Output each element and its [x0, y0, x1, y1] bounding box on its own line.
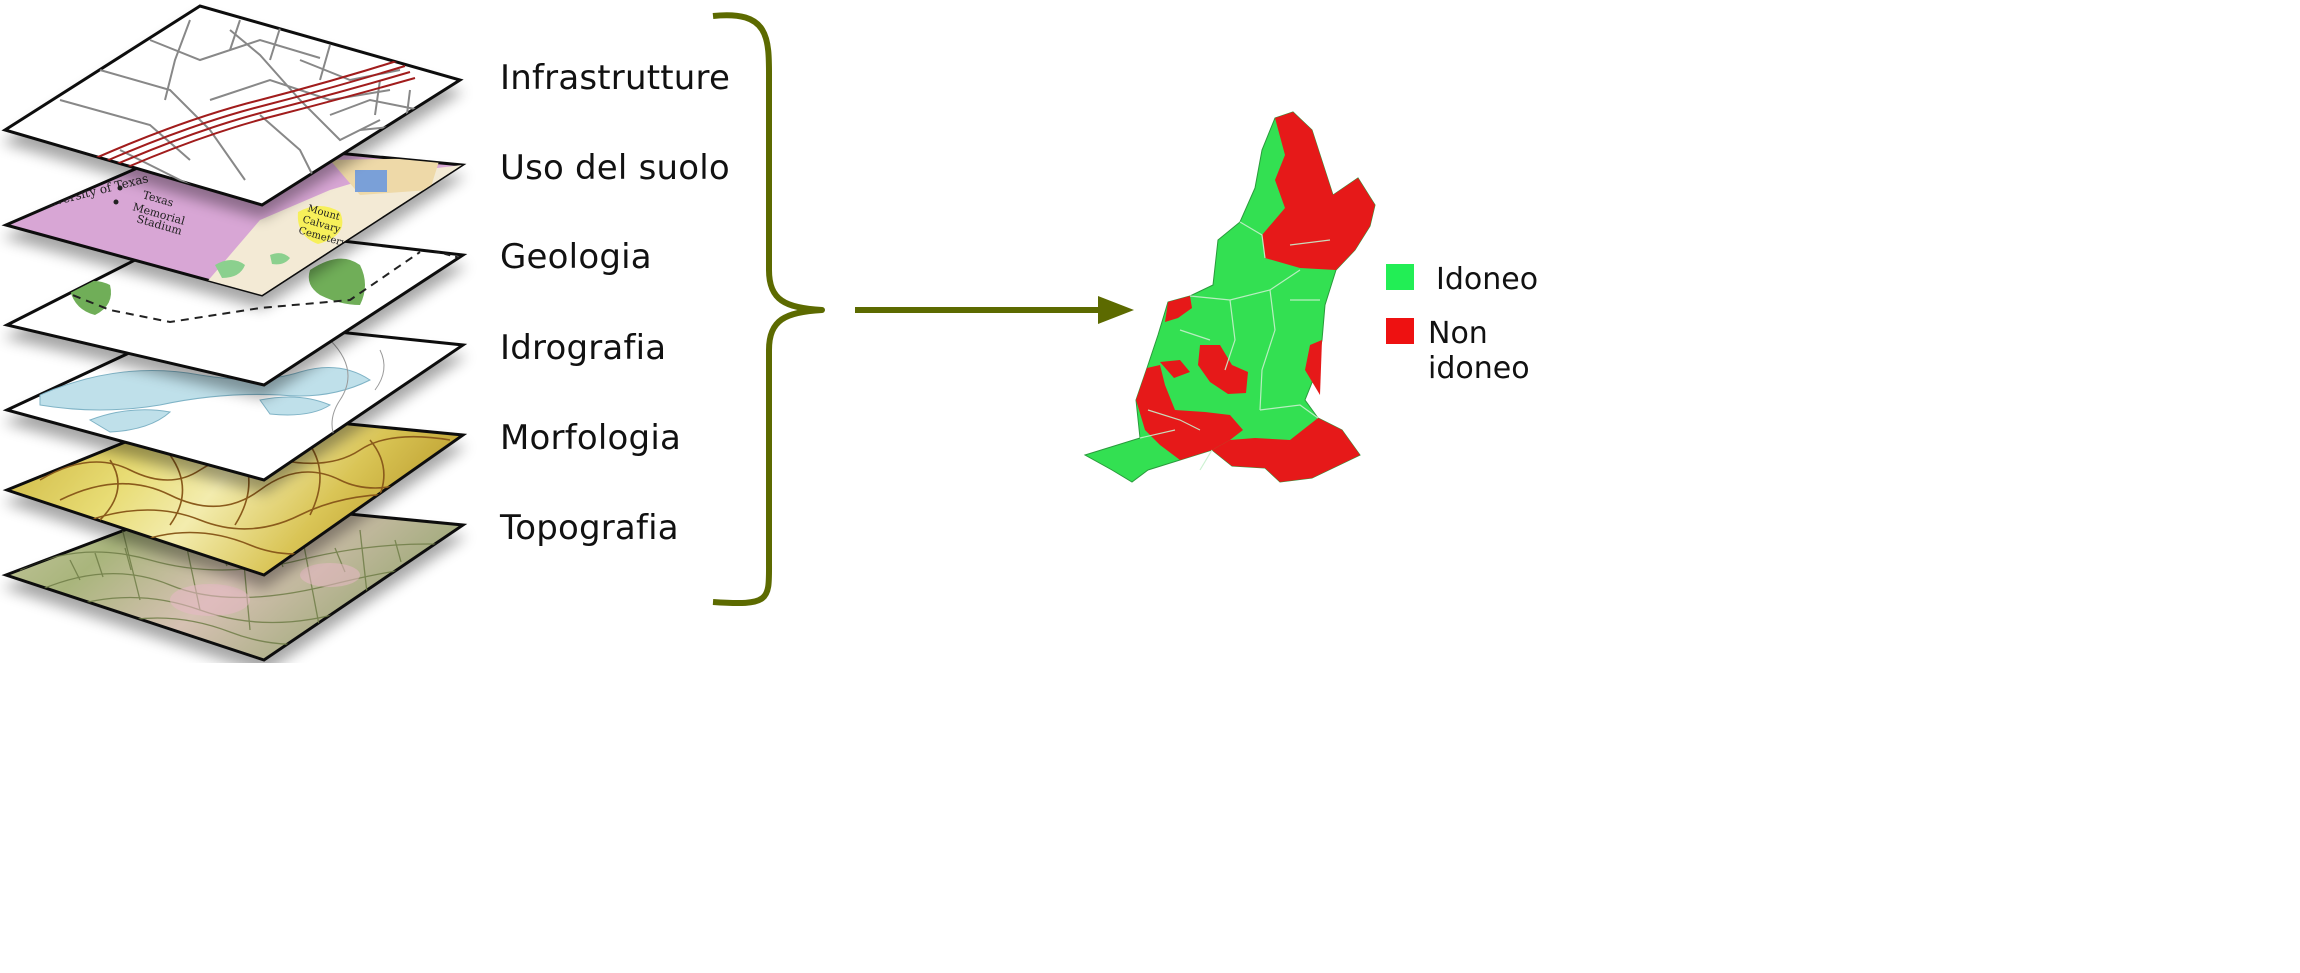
legend-item-non-idoneo: Non idoneo [1386, 316, 1548, 386]
legend-label-non-idoneo: Non idoneo [1428, 316, 1530, 387]
layer-label-infrastrutture: Infrastrutture [500, 58, 731, 98]
grouping-brace [712, 12, 825, 607]
layer-label-geologia: Geologia [500, 237, 652, 277]
legend-swatch-non-idoneo [1386, 318, 1414, 344]
suitability-map-icon [1083, 111, 1376, 483]
geologia-map-layer [2, 223, 468, 387]
result-arrow [855, 296, 1134, 324]
layer-label-topografia: Topografia [500, 508, 679, 548]
idrografia-map-layer [2, 316, 468, 482]
legend-swatch-idoneo [1386, 264, 1414, 290]
layer-label-uso-del-suolo: Uso del suolo [500, 148, 730, 188]
gis-overlay-diagram: Texas Memorial Stadium University of Tex… [1, 4, 1376, 662]
legend-item-idoneo: Idoneo [1386, 262, 1538, 297]
layer-label-idrografia: Idrografia [500, 328, 667, 368]
legend-label-idoneo: Idoneo [1436, 262, 1539, 297]
layer-label-morfologia: Morfologia [500, 418, 681, 458]
